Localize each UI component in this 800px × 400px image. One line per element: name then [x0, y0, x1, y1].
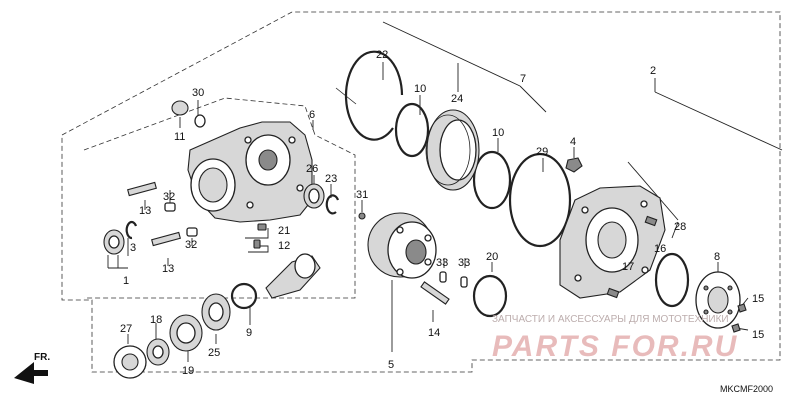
- callout-6: 6: [309, 109, 315, 121]
- part-32-dowel-pin-lower: [186, 227, 198, 237]
- pinion-gear-shaft: [265, 253, 321, 299]
- part-25-bearing: [201, 293, 231, 331]
- part-5-ring-gear: [367, 212, 437, 279]
- callout-5: 5: [388, 359, 394, 371]
- part-10-o-ring-upper: [394, 102, 430, 158]
- callout-22: 22: [376, 49, 388, 61]
- callout-13: 13: [139, 205, 151, 217]
- callout-28: 28: [674, 221, 686, 233]
- part-33-pin-right: [460, 276, 468, 288]
- callout-12: 12: [278, 240, 290, 252]
- part-1-bearing: [103, 229, 125, 255]
- part-31-washer: [358, 212, 366, 220]
- callout-14: 14: [428, 327, 440, 339]
- callout-26: 26: [306, 163, 318, 175]
- part-10-o-ring-lower: [472, 150, 512, 210]
- part-16-bolt: [644, 215, 658, 227]
- callout-19: 19: [182, 365, 194, 377]
- part-29-large-o-ring: [508, 152, 572, 248]
- part-18-bearing: [146, 338, 170, 366]
- watermark-brand: PARTS FOR.RU: [492, 330, 738, 363]
- callout-labels: 1234567891010111213131415151617181920212…: [120, 49, 764, 377]
- callout-4: 4: [570, 136, 576, 148]
- callout-32: 32: [163, 191, 175, 203]
- part-15-bolt-upper: [737, 303, 747, 313]
- part-26-needle-bearing: [303, 183, 325, 209]
- part-13-stud-bolt-upper: [127, 181, 157, 197]
- part-27-oil-seal: [113, 345, 147, 379]
- callout-8: 8: [714, 251, 720, 263]
- part-9-o-ring: [230, 282, 258, 310]
- callout-18: 18: [150, 314, 162, 326]
- callout-27: 27: [120, 323, 132, 335]
- callout-15: 15: [752, 293, 764, 305]
- part-6-final-gear-case: [187, 121, 313, 223]
- callout-3: 3: [130, 242, 136, 254]
- callout-2: 2: [650, 65, 656, 77]
- callout-31: 31: [356, 189, 368, 201]
- callout-11: 11: [174, 131, 185, 143]
- callout-32: 32: [185, 239, 197, 251]
- part-28-o-ring: [654, 252, 690, 308]
- part-8-hub-plate: [695, 271, 741, 329]
- callout-10: 10: [492, 127, 504, 139]
- callout-33: 33: [458, 257, 470, 269]
- callout-9: 9: [246, 327, 252, 339]
- part-19-bearing: [169, 314, 203, 352]
- front-marker-label: FR.: [34, 352, 50, 363]
- assembly-frames: [61, 11, 781, 373]
- diagram-code: MKCMF2000: [720, 384, 773, 394]
- part-12-bolt: [253, 239, 261, 249]
- callout-10: 10: [414, 83, 426, 95]
- part-22-snap-ring: [344, 50, 404, 141]
- part-14-stud: [420, 281, 450, 305]
- callout-23: 23: [325, 173, 337, 185]
- watermark: ЗАПЧАСТИ И АКСЕССУАРЫ ДЛЯ МОТОТЕХНИКИ PA…: [492, 314, 738, 363]
- cover-bolt-lower: [606, 287, 620, 299]
- callout-17: 17: [622, 261, 634, 273]
- part-15-bolt-lower: [731, 323, 741, 333]
- callout-20: 20: [486, 251, 498, 263]
- leader-lines: [107, 21, 783, 362]
- callout-15: 15: [752, 329, 764, 341]
- part-13-stud-bolt-lower: [151, 231, 181, 247]
- part-20-o-ring: [472, 274, 508, 318]
- callout-16: 16: [654, 243, 666, 255]
- callout-1: 1: [123, 275, 129, 287]
- watermark-tagline: ЗАПЧАСТИ И АКСЕССУАРЫ ДЛЯ МОТОТЕХНИКИ: [492, 314, 729, 325]
- part-32-dowel-pin-upper: [164, 202, 176, 212]
- callout-21: 21: [278, 225, 290, 237]
- front-arrow-icon: [14, 362, 48, 384]
- callout-33: 33: [436, 257, 448, 269]
- part-24-bearing: [425, 109, 480, 191]
- callout-30: 30: [192, 87, 204, 99]
- callout-29: 29: [536, 146, 548, 158]
- part-4-nut: [565, 157, 583, 173]
- part-21-plug: [257, 223, 267, 231]
- part-23-circlip: [325, 194, 340, 215]
- callout-24: 24: [451, 93, 463, 105]
- part-33-pin-left: [439, 271, 447, 283]
- callout-25: 25: [208, 347, 220, 359]
- part-30-seal: [194, 114, 206, 128]
- callout-13: 13: [162, 263, 174, 275]
- part-11-cap: [171, 100, 189, 116]
- part-17-gear-case-cover: [559, 185, 666, 299]
- callout-7: 7: [520, 73, 526, 85]
- part-3-circlip: [125, 220, 138, 240]
